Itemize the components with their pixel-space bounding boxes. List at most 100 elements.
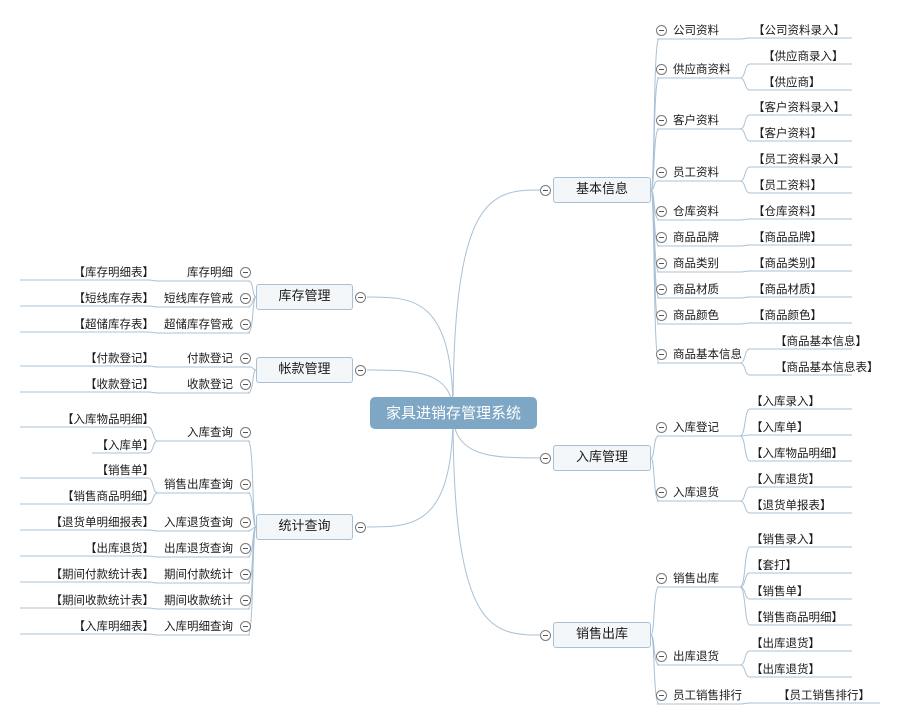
collapse-toggle-icon[interactable] [240,595,251,606]
collapse-toggle-icon[interactable] [656,232,667,243]
collapse-toggle-icon[interactable] [656,25,667,36]
branch-node[interactable]: 帐款管理 [256,357,353,383]
leaf-node-label[interactable]: 【客户资料】 [753,126,822,140]
leaf-node-label[interactable]: 【退货单明细报表】 [50,515,155,529]
collapse-toggle-icon[interactable] [656,422,667,433]
collapse-toggle-icon[interactable] [240,569,251,580]
collapse-toggle-icon[interactable] [656,690,667,701]
collapse-toggle-icon[interactable] [540,453,551,464]
branch-node[interactable]: 入库管理 [553,445,651,471]
collapse-toggle-icon[interactable] [355,522,366,533]
branch-node[interactable]: 基本信息 [553,177,651,203]
leaf-node-label[interactable]: 【供应商】 [763,75,821,89]
leaf-node-label[interactable]: 【员工资料】 [753,178,822,192]
leaf-node-label[interactable]: 【客户资料录入】 [753,100,845,114]
sub-node-label[interactable]: 付款登记 [187,351,233,365]
leaf-node-label[interactable]: 【销售商品明细】 [62,489,154,503]
leaf-node-label[interactable]: 【商品基本信息】 [775,334,867,348]
collapse-toggle-icon[interactable] [656,310,667,321]
collapse-toggle-icon[interactable] [240,267,251,278]
sub-node-label[interactable]: 商品颜色 [673,308,719,322]
leaf-node-label[interactable]: 【入库单】 [96,438,155,452]
collapse-toggle-icon[interactable] [656,206,667,217]
collapse-toggle-icon[interactable] [656,651,667,662]
leaf-node-label[interactable]: 【入库录入】 [751,394,820,408]
branch-node[interactable]: 统计查询 [256,514,353,540]
sub-node-label[interactable]: 出库退货 [673,649,719,663]
collapse-toggle-icon[interactable] [656,64,667,75]
leaf-node-label[interactable]: 【公司资料录入】 [753,23,845,37]
leaf-node-label[interactable]: 【商品品牌】 [753,230,822,244]
sub-node-label[interactable]: 员工销售排行 [673,688,742,702]
collapse-toggle-icon[interactable] [540,185,551,196]
leaf-node-label[interactable]: 【期间收款统计表】 [50,593,155,607]
sub-node-label[interactable]: 收款登记 [187,377,233,391]
collapse-toggle-icon[interactable] [656,258,667,269]
leaf-node-label[interactable]: 【销售录入】 [751,532,820,546]
collapse-toggle-icon[interactable] [355,292,366,303]
collapse-toggle-icon[interactable] [656,573,667,584]
collapse-toggle-icon[interactable] [656,349,667,360]
leaf-node-label[interactable]: 【销售商品明细】 [751,610,843,624]
leaf-node-label[interactable]: 【入库单】 [751,420,809,434]
leaf-node-label[interactable]: 【入库物品明细】 [751,446,843,460]
leaf-node-label[interactable]: 【出库退货】 [85,541,154,555]
leaf-node-label[interactable]: 【收款登记】 [85,377,154,391]
leaf-node-label[interactable]: 【入库退货】 [751,472,820,486]
collapse-toggle-icon[interactable] [240,293,251,304]
sub-node-label[interactable]: 入库明细查询 [164,619,233,633]
collapse-toggle-icon[interactable] [355,365,366,376]
sub-node-label[interactable]: 期间付款统计 [164,567,233,581]
collapse-toggle-icon[interactable] [240,353,251,364]
sub-node-label[interactable]: 短线库存管戒 [164,291,233,305]
sub-node-label[interactable]: 销售出库 [673,571,719,585]
leaf-node-label[interactable]: 【期间付款统计表】 [50,567,155,581]
sub-node-label[interactable]: 仓库资料 [673,204,719,218]
leaf-node-label[interactable]: 【销售单】 [751,584,809,598]
sub-node-label[interactable]: 超储库存管戒 [164,317,233,331]
sub-node-label[interactable]: 商品基本信息 [673,347,742,361]
leaf-node-label[interactable]: 【退货单报表】 [751,498,832,512]
leaf-node-label[interactable]: 【商品类别】 [753,256,822,270]
sub-node-label[interactable]: 供应商资料 [673,62,731,76]
sub-node-label[interactable]: 入库退货 [673,485,719,499]
collapse-toggle-icon[interactable] [240,621,251,632]
leaf-node-label[interactable]: 【商品基本信息表】 [775,360,879,374]
sub-node-label[interactable]: 员工资料 [673,165,719,179]
collapse-toggle-icon[interactable] [240,319,251,330]
collapse-toggle-icon[interactable] [240,543,251,554]
sub-node-label[interactable]: 库存明细 [187,265,233,279]
collapse-toggle-icon[interactable] [656,487,667,498]
sub-node-label[interactable]: 入库登记 [673,420,719,434]
leaf-node-label[interactable]: 【出库退货】 [751,636,820,650]
sub-node-label[interactable]: 销售出库查询 [164,477,233,491]
leaf-node-label[interactable]: 【超储库存表】 [73,317,155,331]
sub-node-label[interactable]: 公司资料 [673,23,719,37]
sub-node-label[interactable]: 商品品牌 [673,230,719,244]
collapse-toggle-icon[interactable] [240,479,251,490]
collapse-toggle-icon[interactable] [540,630,551,641]
collapse-toggle-icon[interactable] [240,517,251,528]
sub-node-label[interactable]: 商品材质 [673,282,719,296]
branch-node[interactable]: 销售出库 [553,622,651,648]
leaf-node-label[interactable]: 【销售单】 [96,463,155,477]
sub-node-label[interactable]: 期间收款统计 [164,593,233,607]
sub-node-label[interactable]: 入库退货查询 [164,515,233,529]
sub-node-label[interactable]: 商品类别 [673,256,719,270]
leaf-node-label[interactable]: 【出库退货】 [751,662,820,676]
collapse-toggle-icon[interactable] [656,284,667,295]
sub-node-label[interactable]: 出库退货查询 [164,541,233,555]
collapse-toggle-icon[interactable] [656,115,667,126]
leaf-node-label[interactable]: 【员工资料录入】 [753,152,845,166]
leaf-node-label[interactable]: 【短线库存表】 [73,291,155,305]
leaf-node-label[interactable]: 【供应商录入】 [763,49,844,63]
leaf-node-label[interactable]: 【入库物品明细】 [62,412,154,426]
branch-node[interactable]: 库存管理 [256,284,353,310]
leaf-node-label[interactable]: 【员工销售排行】 [778,688,870,702]
leaf-node-label[interactable]: 【付款登记】 [85,351,154,365]
root-node[interactable]: 家具进销存管理系统 [370,397,537,429]
collapse-toggle-icon[interactable] [240,427,251,438]
leaf-node-label[interactable]: 【套打】 [751,558,797,572]
sub-node-label[interactable]: 客户资料 [673,113,719,127]
collapse-toggle-icon[interactable] [656,167,667,178]
